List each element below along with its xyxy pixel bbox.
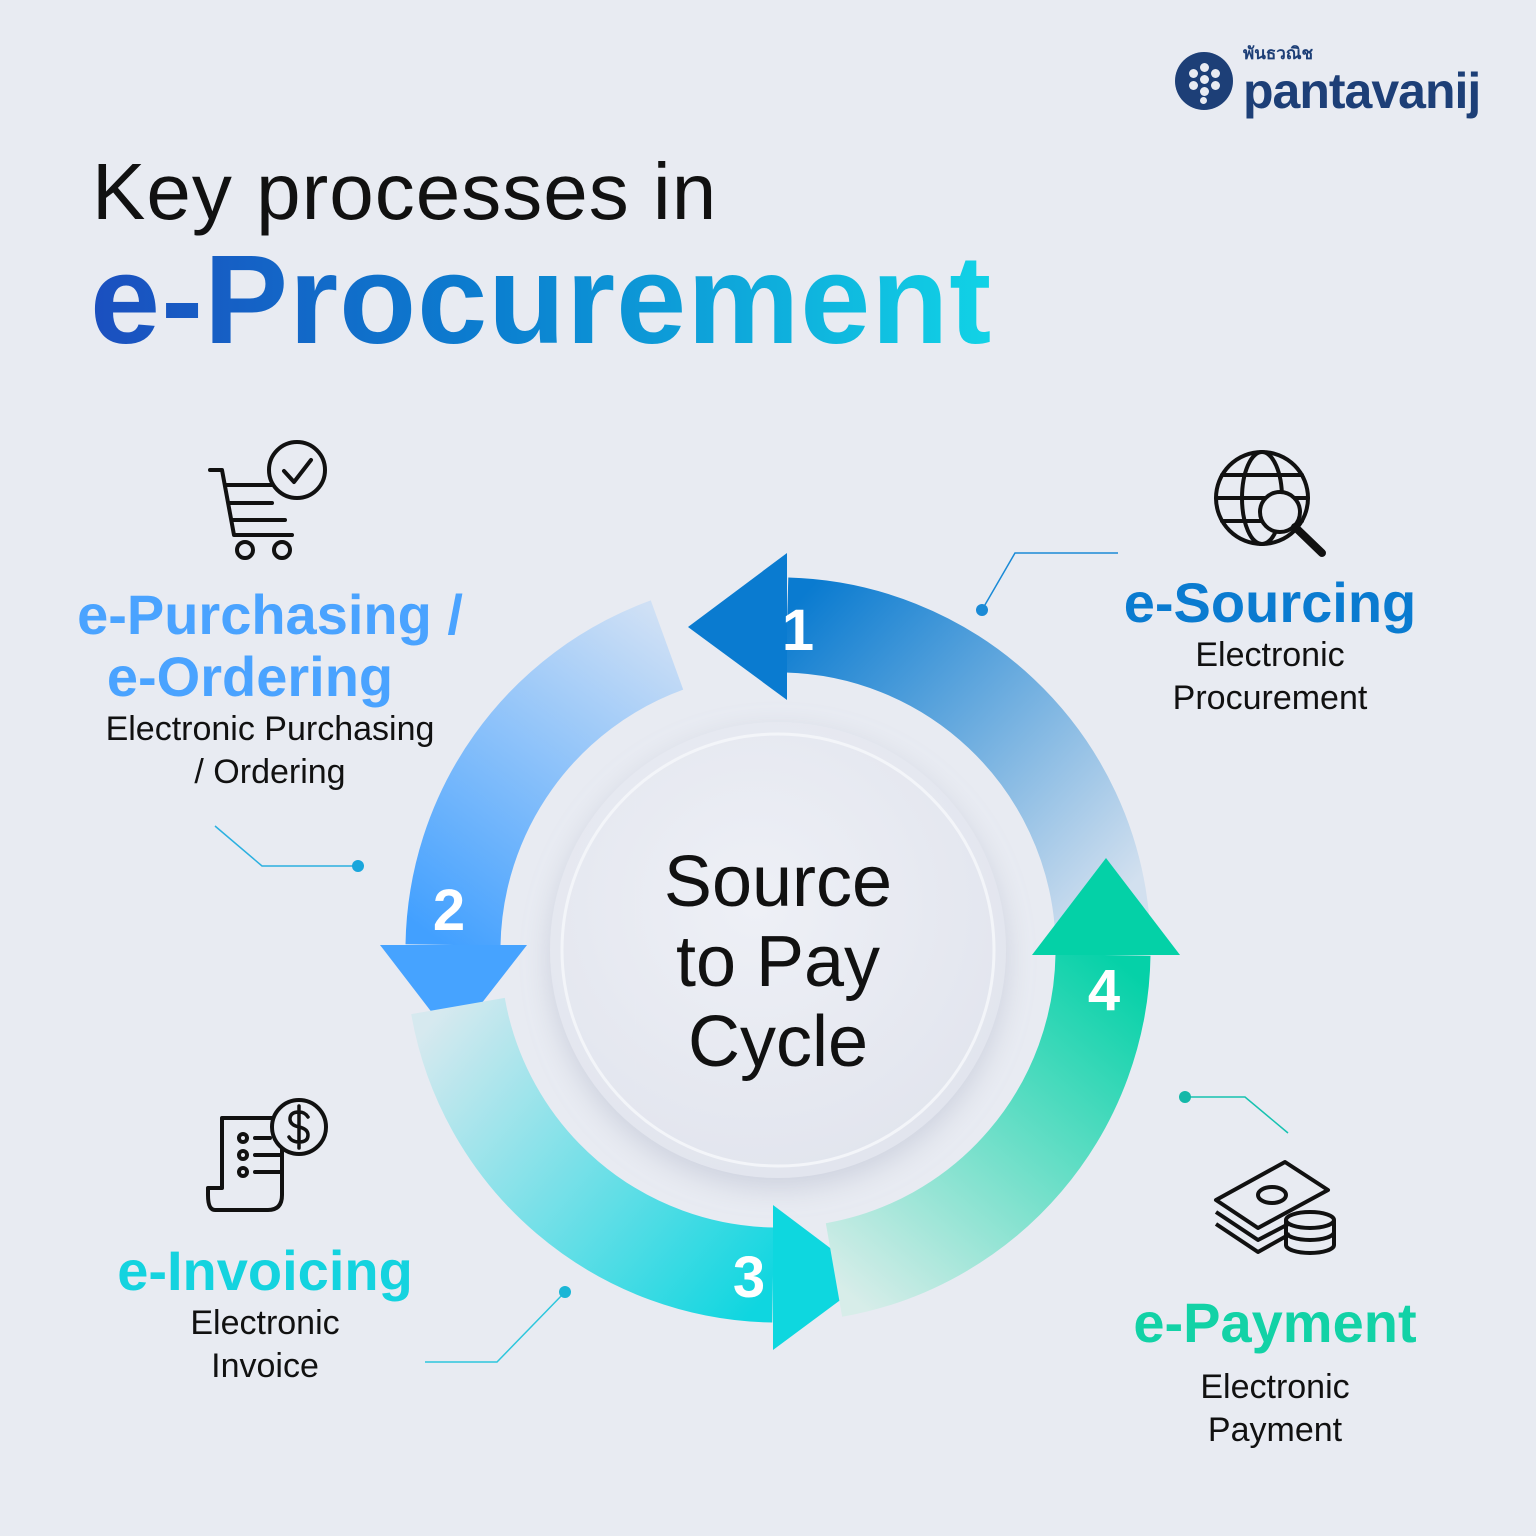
arrow-step-1 (688, 553, 1150, 927)
center-line-3: Cycle (687, 1002, 869, 1082)
arrow-step-4 (825, 858, 1180, 1317)
step-2-label: e-Purchasing / e-Ordering Electronic Pur… (40, 584, 500, 794)
globe-search-icon (1214, 450, 1326, 557)
connector-payment (1179, 1091, 1289, 1134)
step-1-label: e-Sourcing Electronic Procurement (1080, 572, 1460, 720)
step-2-sub-2: / Ordering (194, 753, 346, 791)
center-line-1: Source (663, 842, 893, 922)
step-4-label: e-Payment Electronic Payment (1085, 1292, 1465, 1452)
step-2-title-2: e-Ordering (106, 645, 394, 708)
step-3-title: e-Invoicing (117, 1239, 413, 1302)
step-3-sub-2: Invoice (211, 1347, 319, 1385)
step-4-title: e-Payment (1133, 1291, 1417, 1354)
step-1-number: 1 (782, 598, 814, 663)
center-disc (550, 722, 1006, 1178)
title-line-2: e-Procurement (90, 229, 993, 370)
step-2-sub-1: Electronic Purchasing (105, 710, 435, 748)
step-4-number: 4 (1088, 958, 1120, 1023)
pantavanij-logo: พันธวณิช pantavanij (1175, 44, 1481, 119)
money-stack-icon (1214, 1160, 1336, 1255)
logo-thai-text: พันธวณิช (1243, 44, 1314, 63)
connector-sourcing (976, 552, 1118, 616)
step-1-sub-2: Procurement (1172, 679, 1368, 717)
step-3-label: e-Invoicing Electronic Invoice (70, 1240, 460, 1388)
step-4-sub-2: Payment (1207, 1411, 1343, 1449)
step-1-title: e-Sourcing (1123, 571, 1417, 634)
invoice-dollar-icon (206, 1098, 328, 1212)
step-3-number: 3 (733, 1245, 765, 1310)
arrow-step-3 (411, 997, 870, 1350)
step-4-sub-1: Electronic (1200, 1368, 1350, 1406)
logo-mark-icon (1175, 52, 1233, 110)
dollar-sign-icon (287, 1104, 310, 1150)
connector-purchasing (214, 825, 364, 872)
center-line-2: to Pay (675, 922, 881, 1002)
step-2-number: 2 (433, 878, 465, 943)
center-disc-rim (560, 732, 996, 1168)
step-2-title-1: e-Purchasing / (77, 583, 463, 646)
logo-name-text: pantavanij (1243, 63, 1481, 119)
center-label: Source to Pay Cycle (578, 842, 978, 1082)
step-1-sub-1: Electronic (1195, 636, 1345, 674)
title-line-1: Key processes in (92, 147, 718, 236)
arrow-step-2 (380, 600, 684, 1040)
shopping-cart-check-icon (208, 440, 327, 560)
connector-invoicing (425, 1286, 571, 1363)
step-3-sub-1: Electronic (190, 1304, 340, 1342)
